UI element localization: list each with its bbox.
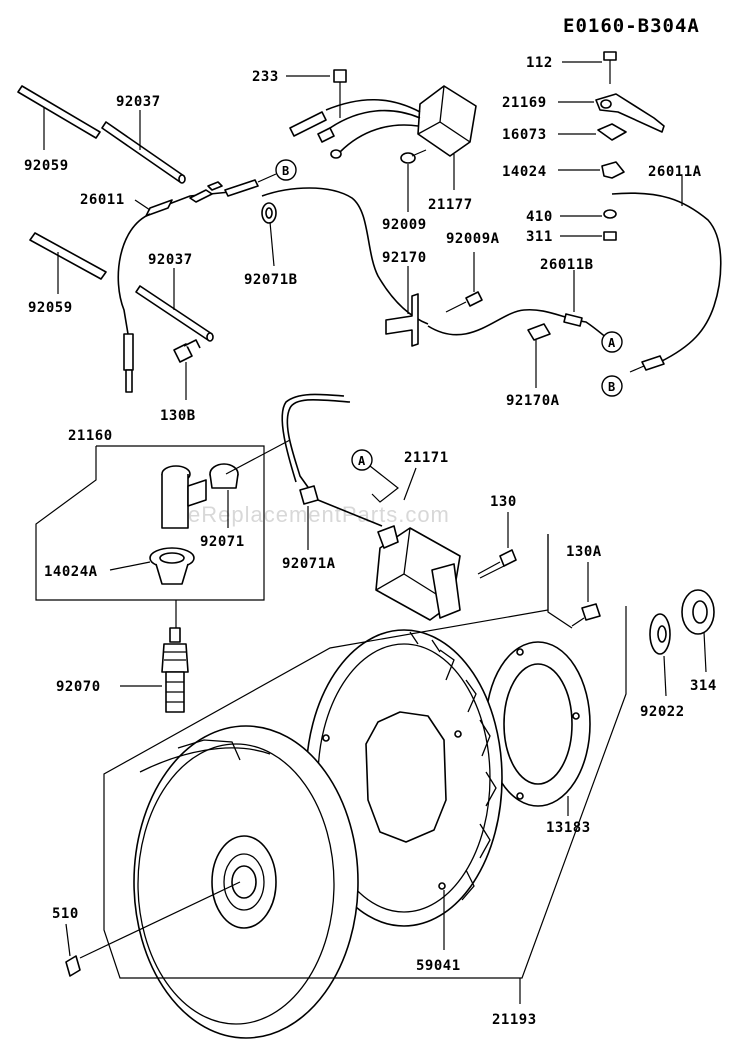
tube-92037-mid — [135, 285, 214, 342]
group-bracket-21193 — [103, 534, 627, 979]
leader-lines — [43, 61, 707, 1004]
label-311: 311 — [526, 229, 553, 245]
connector-b-left-letter: B — [282, 164, 289, 178]
group-bracket-21160 — [35, 445, 265, 601]
label-130b: 130B — [160, 408, 196, 424]
plug-cap-21160 — [161, 465, 207, 529]
label-59041: 59041 — [416, 958, 461, 974]
label-92170: 92170 — [382, 250, 427, 266]
label-26011b: 26011B — [540, 257, 594, 273]
wire-harness-26011 — [117, 179, 259, 393]
label-16073: 16073 — [502, 127, 547, 143]
connector-b-right-letter: B — [608, 380, 615, 394]
nut-311 — [603, 231, 617, 241]
bolt-92009a — [445, 291, 483, 313]
key-510 — [65, 955, 81, 977]
bolt-112 — [603, 51, 617, 84]
connector-b-right — [601, 375, 623, 397]
plate-13183 — [485, 641, 591, 807]
terminal-21169 — [595, 93, 665, 133]
label-92037-mid: 92037 — [148, 252, 193, 268]
ignition-coil-21171 — [317, 499, 461, 621]
clip-16073 — [597, 123, 627, 141]
lead-26011a — [611, 192, 722, 373]
flywheel-21193 — [133, 725, 359, 1039]
cap-92071 — [209, 463, 239, 489]
label-92071b: 92071B — [244, 272, 298, 288]
label-14024a: 14024A — [44, 564, 98, 580]
connector-a-mid-letter: A — [358, 454, 366, 468]
label-92059-top: 92059 — [24, 158, 69, 174]
label-130: 130 — [490, 494, 517, 510]
bolt-130b — [173, 339, 201, 363]
bracket-92170 — [385, 293, 419, 347]
label-21177: 21177 — [428, 197, 473, 213]
label-112: 112 — [526, 55, 553, 71]
screw-233 — [333, 69, 347, 118]
label-14024: 14024 — [502, 164, 547, 180]
label-26011: 26011 — [80, 192, 125, 208]
clip-92170a — [527, 323, 551, 341]
label-410: 410 — [526, 209, 553, 225]
label-92071a: 92071A — [282, 556, 336, 572]
label-130a: 130A — [566, 544, 602, 560]
lead-26011b — [427, 308, 611, 341]
connector-a-right — [601, 331, 623, 353]
nut-14024 — [601, 161, 625, 179]
label-92009a: 92009A — [446, 231, 500, 247]
tube-92059-top — [17, 85, 101, 139]
connector-b-left — [275, 159, 297, 181]
screw-92009 — [400, 149, 427, 164]
label-92037-top: 92037 — [116, 94, 161, 110]
label-92009: 92009 — [382, 217, 427, 233]
label-92022: 92022 — [640, 704, 685, 720]
tube-92059-mid — [29, 232, 107, 280]
label-13183: 13183 — [546, 820, 591, 836]
label-21171: 21171 — [404, 450, 449, 466]
label-92059-mid: 92059 — [28, 300, 73, 316]
label-92070: 92070 — [56, 679, 101, 695]
label-21160: 21160 — [68, 428, 113, 444]
label-314: 314 — [690, 678, 717, 694]
label-92170a: 92170A — [506, 393, 560, 409]
connector-a-mid — [351, 449, 373, 471]
label-233: 233 — [252, 69, 279, 85]
terminal-14024a — [149, 547, 195, 585]
label-21193: 21193 — [492, 1012, 537, 1028]
bolt-130a — [571, 603, 601, 627]
nut-314 — [681, 589, 715, 635]
label-21169: 21169 — [502, 95, 547, 111]
ignition-module-21177 — [289, 85, 477, 159]
label-510: 510 — [52, 906, 79, 922]
washer-410 — [603, 209, 617, 219]
bolt-130 — [477, 549, 517, 579]
tube-92037-top — [101, 121, 186, 184]
spark-plug-92070 — [161, 627, 189, 713]
watermark: eReplacementParts.com — [188, 502, 450, 527]
label-26011a: 26011A — [648, 164, 702, 180]
washer-92022 — [649, 613, 671, 655]
diagram-code: E0160-B304A — [563, 15, 700, 37]
connector-a-right-letter: A — [608, 336, 616, 350]
label-92071: 92071 — [200, 534, 245, 550]
grommet-92071b — [261, 202, 277, 224]
